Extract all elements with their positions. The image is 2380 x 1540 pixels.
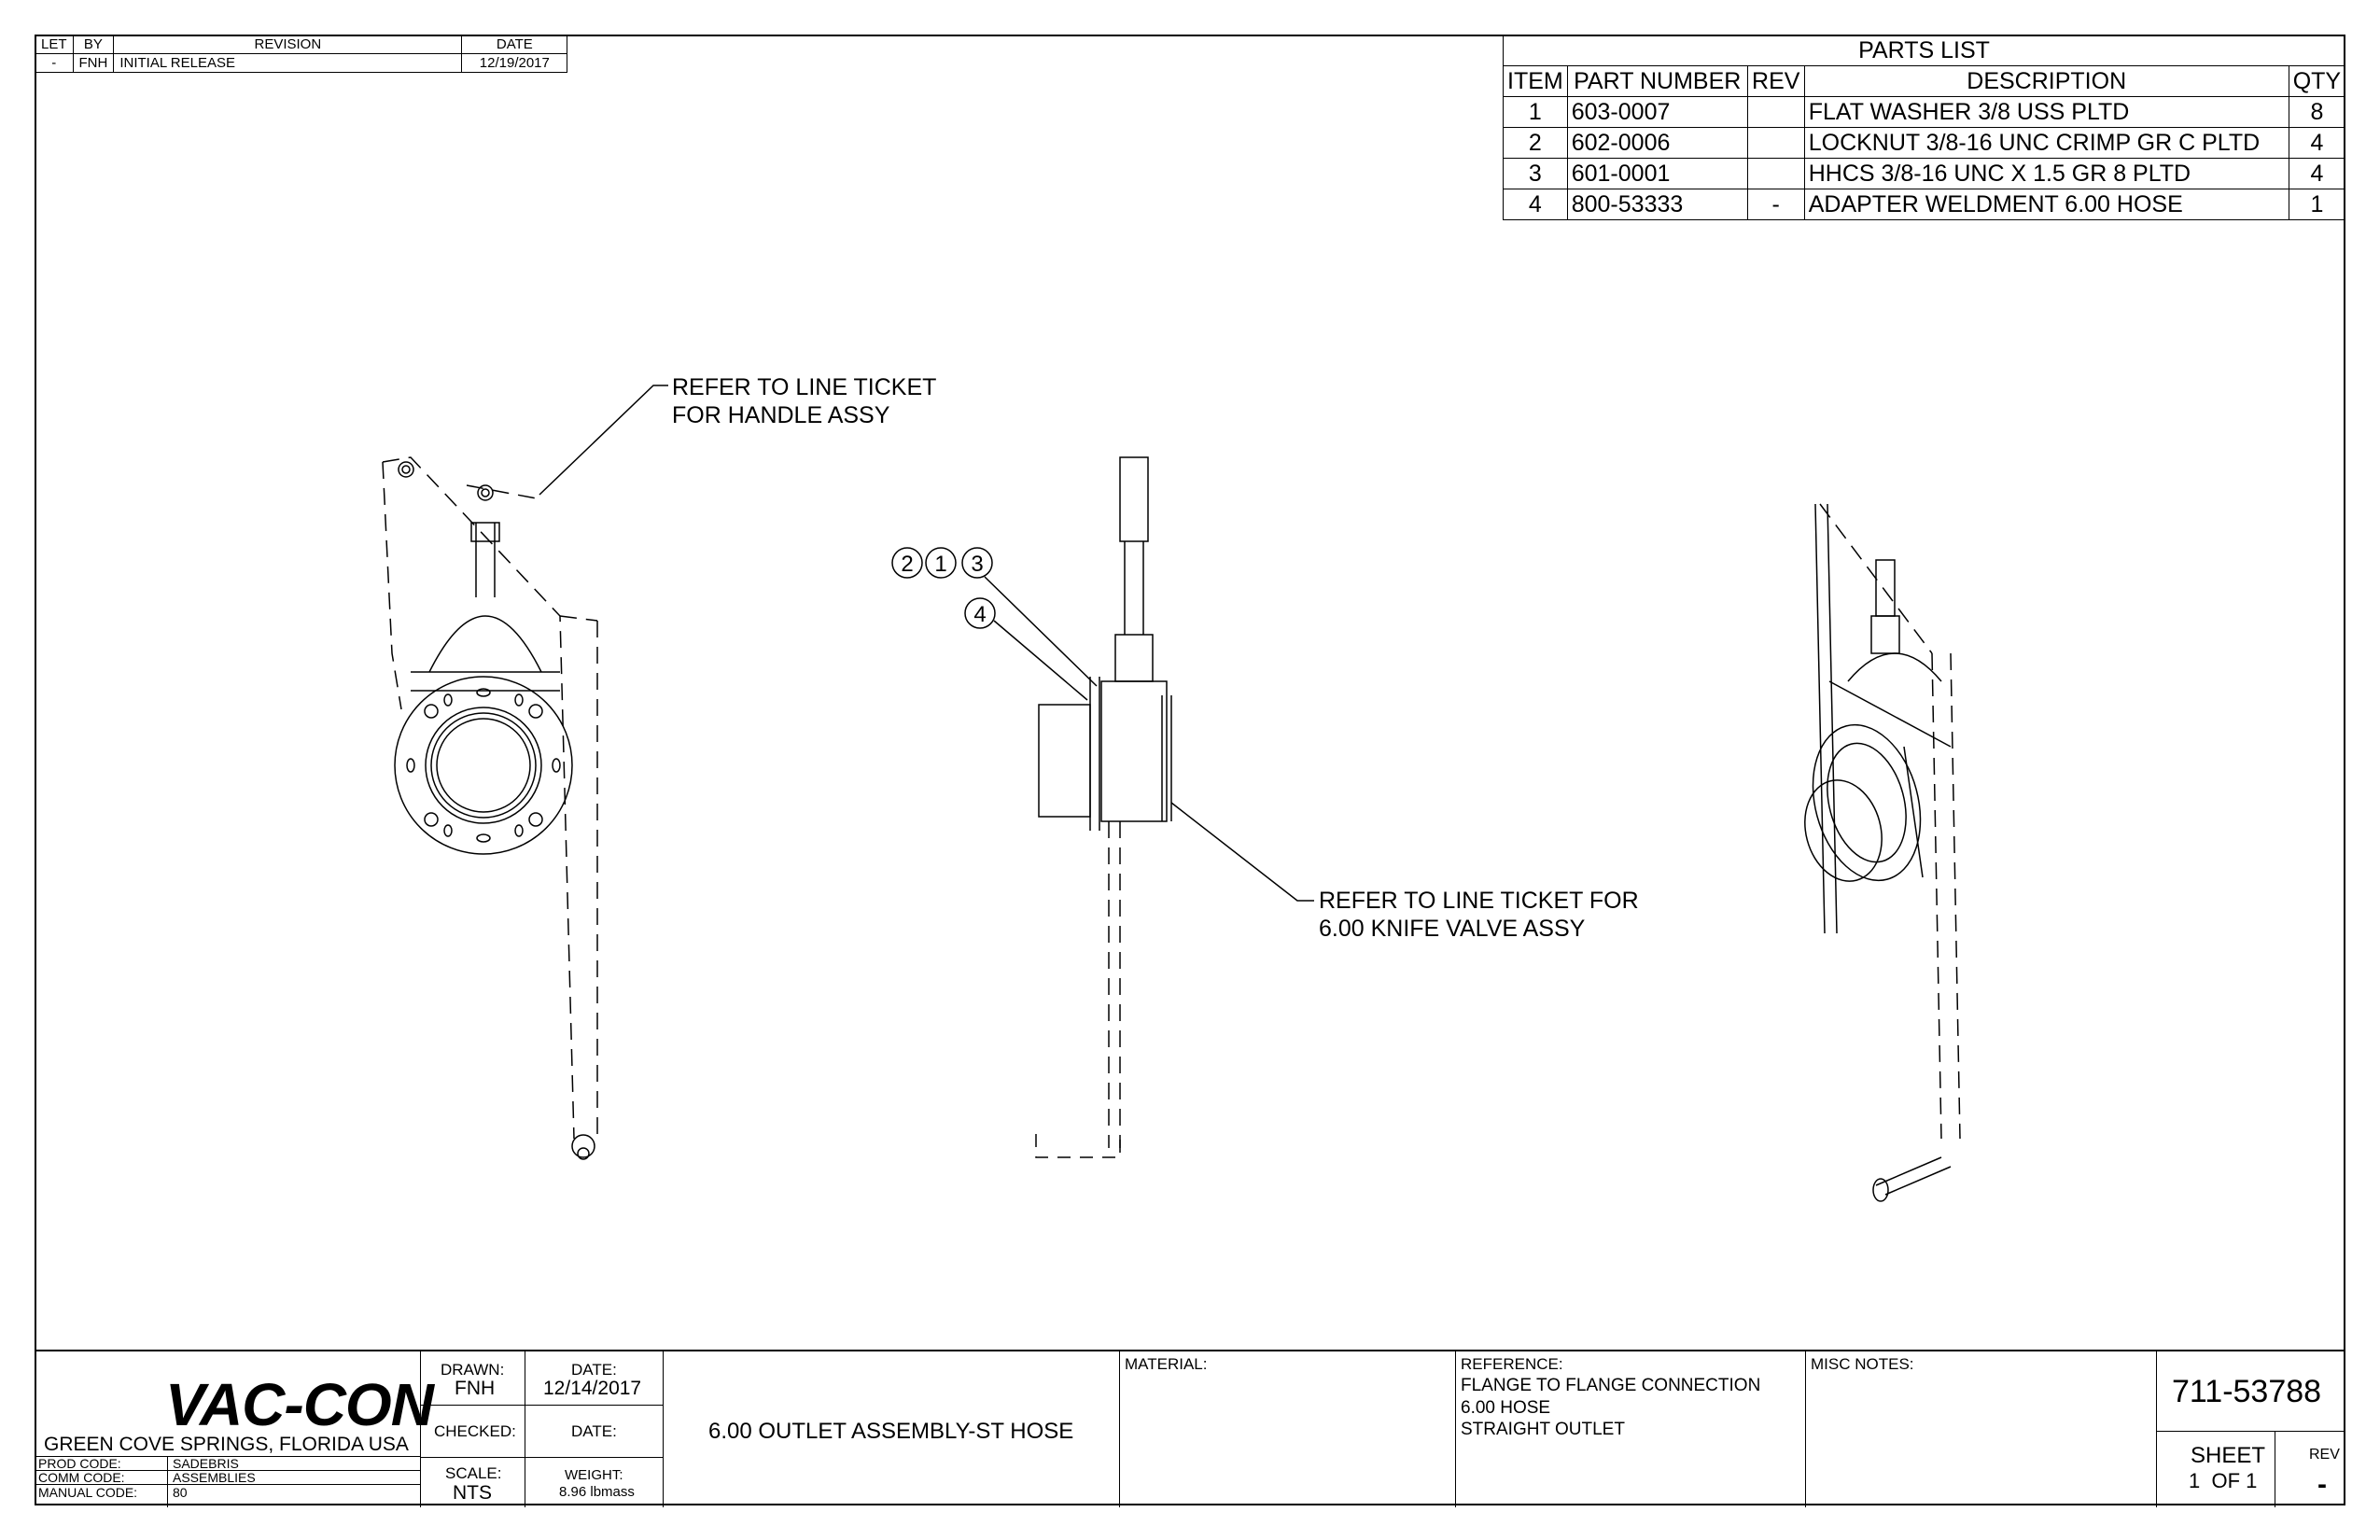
sheet-value: 1 OF 1 [2189,1469,2258,1492]
parts-header-item: ITEM [1503,65,1568,97]
balloon-4: 4 [964,597,996,629]
reference-line-1: FLANGE TO FLANGE CONNECTION [1461,1376,1761,1395]
front-view [382,456,598,1160]
parts-part-number: 800-53333 [1566,189,1748,220]
balloon-2-label: 2 [901,552,913,577]
parts-rev: - [1746,189,1805,220]
rev-value: - [2317,1469,2327,1500]
assembly-drawing: 2 1 3 4 [382,385,1961,1202]
rev-header-by: BY [72,35,115,54]
revision-table: LET BY REVISION DATE - FNH INITIAL RELEA… [35,35,568,73]
handle-leader [539,385,668,496]
parts-item: 1 [1503,96,1568,128]
isometric-view [1804,503,1961,1202]
parts-description: ADAPTER WELDMENT 6.00 HOSE [1803,189,2289,220]
scale-value: NTS [453,1482,492,1504]
date-value: 12/14/2017 [543,1378,642,1399]
drawing-number: 711-53788 [2172,1374,2322,1409]
reference-line-2: 6.00 HOSE [1461,1398,1551,1418]
title-block: VAC-CON GREEN COVE SPRINGS, FLORIDA USA … [35,1350,2345,1507]
date-label: DATE: [571,1361,617,1379]
parts-list-table: PARTS LIST ITEM PART NUMBER REV DESCRIPT… [1502,35,2346,220]
company-location: GREEN COVE SPRINGS, FLORIDA USA [44,1434,409,1455]
parts-list-title: PARTS LIST [1502,35,2346,66]
balloon-3: 3 [961,547,993,579]
parts-qty: 8 [2288,96,2346,128]
revision-header-row: LET BY REVISION DATE [35,35,568,54]
parts-list-title-row: PARTS LIST [1502,35,2346,66]
parts-description: HHCS 3/8-16 UNC X 1.5 GR 8 PLTD [1803,158,2289,189]
balloon-1-label: 1 [934,552,946,577]
prod-code-value: SADEBRIS [173,1456,239,1471]
comm-code-value: ASSEMBLIES [173,1470,256,1485]
rev-label: REV [2309,1447,2340,1463]
material-label: MATERIAL: [1125,1355,1208,1373]
balloon-4-leader [993,620,1088,701]
balloon-3-label: 3 [971,552,983,577]
company-name: VAC-CON [165,1371,434,1438]
valve-note-line-2: 6.00 KNIFE VALVE ASSY [1319,916,1586,942]
valve-leader [1170,802,1314,902]
drawn-label: DRAWN: [441,1361,505,1379]
parts-qty: 1 [2288,189,2346,220]
reference-label: REFERENCE: [1461,1355,1563,1373]
parts-item: 4 [1503,189,1568,220]
balloon-2: 2 [891,547,923,579]
parts-item: 2 [1503,127,1568,159]
table-row: 4 800-53333 - ADAPTER WELDMENT 6.00 HOSE… [1503,189,2346,220]
rev-date: 12/19/2017 [461,53,568,73]
misc-notes-label: MISC NOTES: [1811,1355,1914,1373]
valve-note-line-1: REFER TO LINE TICKET FOR [1319,888,1639,914]
manual-code-value: 80 [173,1485,188,1500]
reference-line-3: STRAIGHT OUTLET [1461,1420,1625,1439]
drawn-value: FNH [455,1378,496,1399]
parts-part-number: 603-0007 [1566,96,1748,128]
prod-code-label: PROD CODE: [38,1456,121,1471]
rev-description: INITIAL RELEASE [113,53,463,73]
comm-code-label: COMM CODE: [38,1470,125,1485]
parts-header-qty: QTY [2288,65,2346,97]
balloon-1: 1 [925,547,957,579]
handle-note-line-1: REFER TO LINE TICKET [672,374,937,400]
side-view [1035,456,1172,1158]
manual-code-label: MANUAL CODE: [38,1485,138,1500]
parts-rev [1746,158,1805,189]
weight-value: 8.96 lbmass [559,1484,635,1500]
parts-item: 3 [1503,158,1568,189]
parts-part-number: 601-0001 [1566,158,1748,189]
checked-label: CHECKED: [434,1422,516,1440]
handle-note-line-2: FOR HANDLE ASSY [672,402,890,428]
parts-header-description: DESCRIPTION [1803,65,2289,97]
table-row: 3 601-0001 HHCS 3/8-16 UNC X 1.5 GR 8 PL… [1503,158,2346,189]
balloon-4-label: 4 [973,602,986,627]
rev-by: FNH [72,53,115,73]
sheet-label: SHEET [2191,1443,2266,1468]
parts-rev [1746,127,1805,159]
drawing-border [35,35,2345,1505]
scale-label: SCALE: [445,1464,502,1482]
valve-note: REFER TO LINE TICKET FOR 6.00 KNIFE VALV… [1319,887,1639,943]
parts-description: LOCKNUT 3/8-16 UNC CRIMP GR C PLTD [1803,127,2289,159]
balloon-3-leader [984,576,1098,687]
drawing-title: 6.00 OUTLET ASSEMBLY-ST HOSE [708,1419,1074,1444]
parts-description: FLAT WASHER 3/8 USS PLTD [1803,96,2289,128]
weight-label: WEIGHT: [565,1467,623,1483]
table-row: 1 603-0007 FLAT WASHER 3/8 USS PLTD 8 [1503,96,2346,128]
checked-date-label: DATE: [571,1422,617,1440]
handle-note: REFER TO LINE TICKET FOR HANDLE ASSY [672,373,936,429]
parts-qty: 4 [2288,127,2346,159]
parts-header-part-number: PART NUMBER [1566,65,1748,97]
table-row: - FNH INITIAL RELEASE 12/19/2017 [35,53,568,73]
